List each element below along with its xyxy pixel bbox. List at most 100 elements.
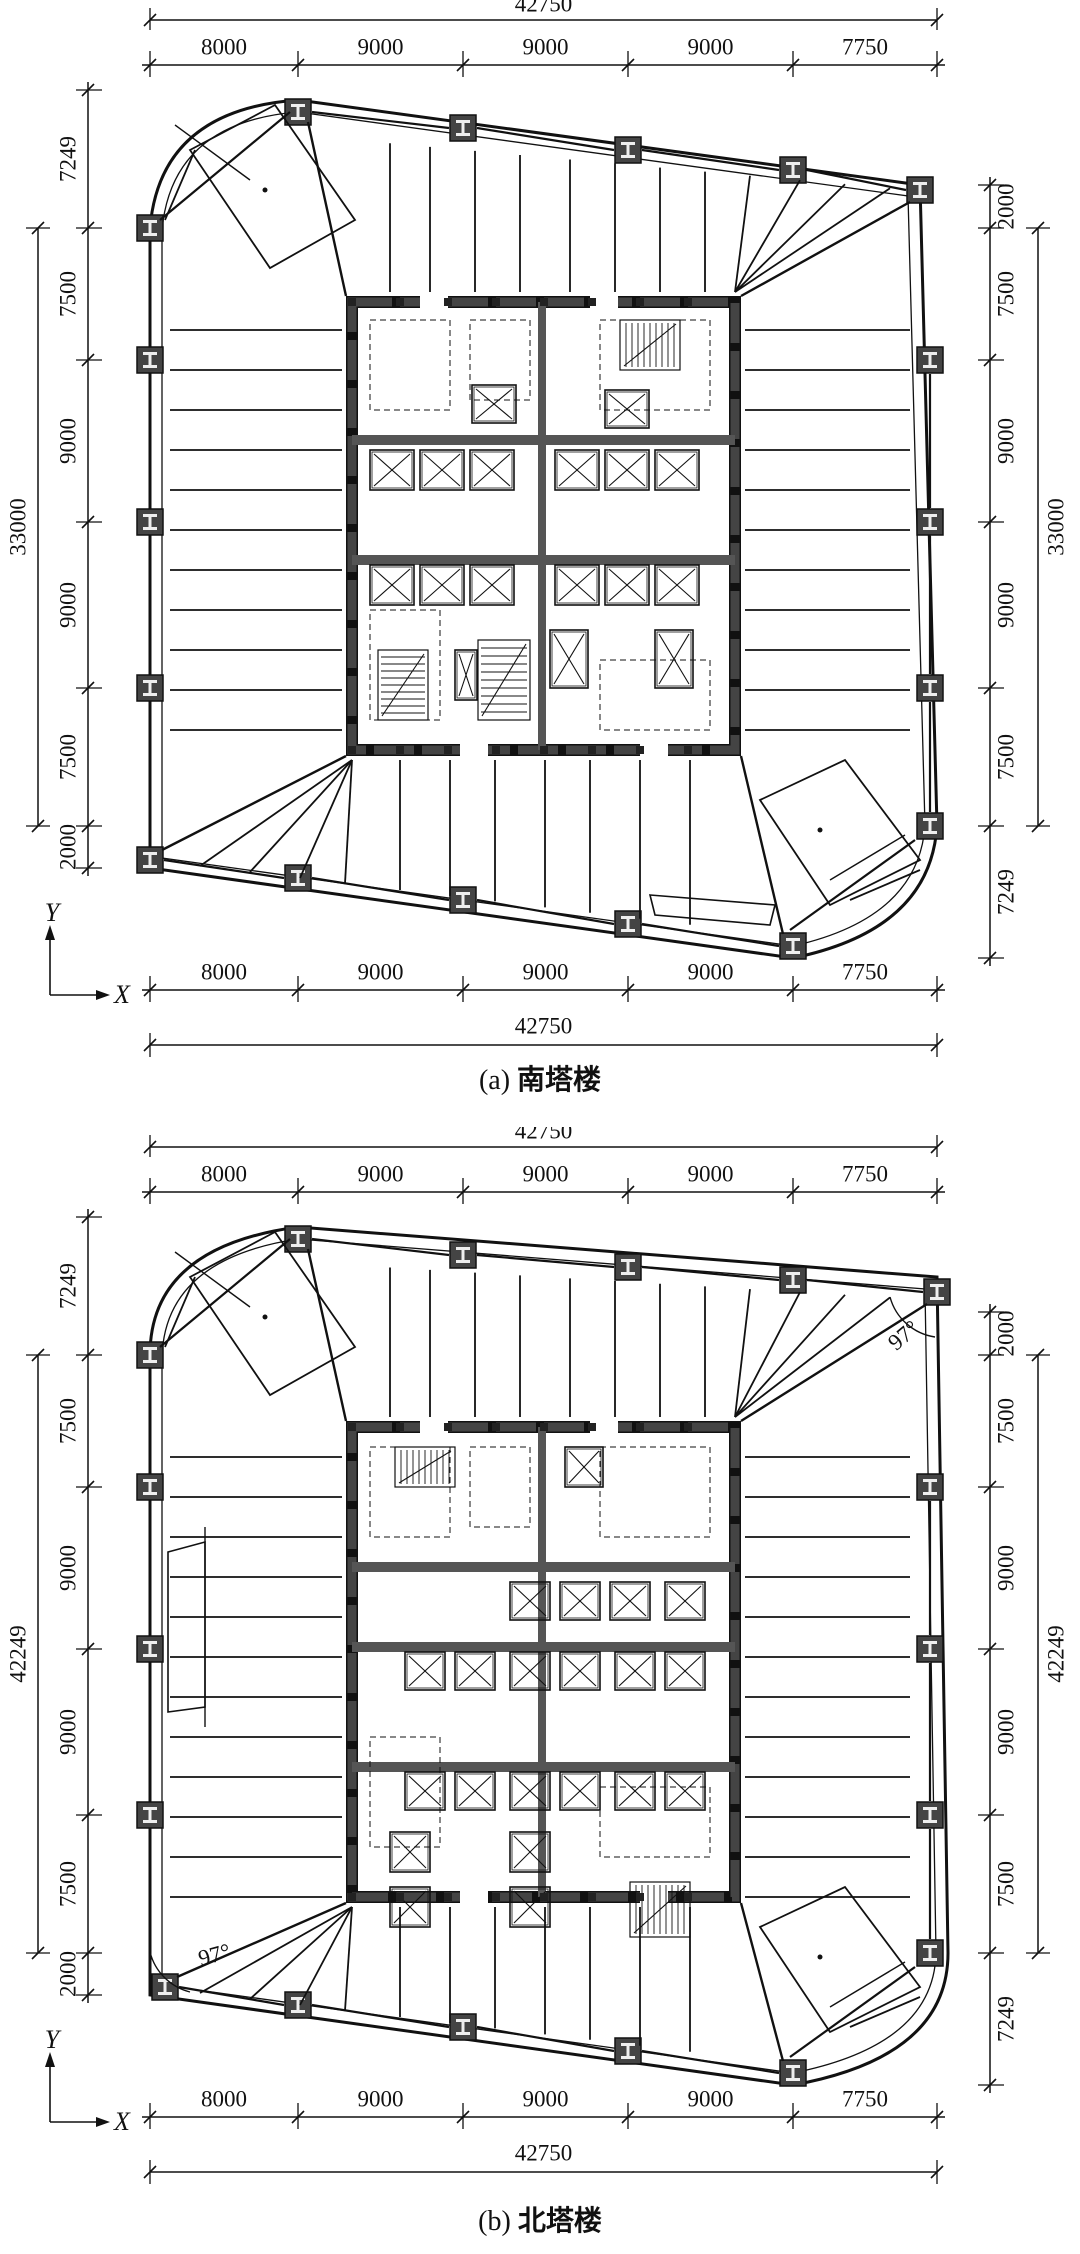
x-axis-arrowhead: [96, 990, 110, 1000]
elevator-car: [654, 564, 700, 606]
core-embedded-columns: [348, 298, 692, 754]
column-flange: [143, 693, 157, 696]
floor-beam: [199, 759, 353, 867]
column-flange: [621, 155, 635, 158]
panel-center-mark: [262, 1314, 268, 1320]
dimension-tick: [983, 1808, 997, 1822]
dimension-label: 7500: [993, 734, 1018, 780]
corner-cantilever: [159, 1230, 922, 2058]
column-web: [148, 1348, 152, 1361]
cantilever-brace: [849, 869, 921, 901]
elevator-inner: [561, 1653, 599, 1689]
embedded-column: [636, 298, 644, 306]
elevator-car: [604, 449, 650, 491]
elevator-car: [389, 1886, 431, 1928]
elevator-car: [469, 564, 515, 606]
steel-column: [779, 2059, 807, 2087]
overall-dimension-label: 33000: [1043, 498, 1068, 556]
dimension-tick: [983, 178, 997, 192]
embedded-column: [444, 746, 452, 754]
dimension-tick: [81, 353, 95, 367]
dimension-tick: [621, 1185, 635, 1199]
overall-dimension-label: 42750: [515, 1013, 573, 1038]
edge-recess: [648, 894, 777, 926]
dimension-tick: [31, 819, 45, 833]
dimension-label: 8000: [201, 1161, 247, 1186]
dimension-label: 9000: [358, 34, 404, 59]
elevator-inner: [371, 566, 413, 604]
dimension-label: 9000: [523, 1161, 569, 1186]
dimension-tick: [621, 2110, 635, 2124]
dimension-label: 7249: [55, 1263, 80, 1309]
cantilever-brace: [174, 1251, 251, 1308]
dimension-tick: [930, 2165, 944, 2179]
embedded-column: [348, 298, 356, 306]
dimension-tick: [786, 983, 800, 997]
embedded-column: [396, 1893, 404, 1901]
caption-name: 北塔楼: [517, 2204, 602, 2237]
elevator-car: [614, 1651, 656, 1691]
stair: [477, 639, 531, 721]
dimension-tick: [983, 515, 997, 529]
overall-dimension-label: 42249: [1043, 1625, 1068, 1683]
edge-beam: [476, 2025, 615, 2053]
floor-beam: [249, 1906, 353, 2000]
elevator-inner: [511, 1773, 549, 1809]
column-flange: [923, 527, 937, 530]
edge-beam: [311, 2003, 450, 2029]
cantilever-brace: [159, 1238, 291, 1348]
elevator-car: [559, 1651, 601, 1691]
dimension-tick: [456, 983, 470, 997]
column-flange: [456, 133, 470, 136]
cantilever-brace: [164, 1276, 196, 1348]
elevator-car: [559, 1581, 601, 1621]
overall-dimension-label: 42750: [515, 1127, 573, 1143]
dimension-tick: [81, 1348, 95, 1362]
elevator-cross: [608, 453, 646, 487]
core-embedded-columns: [348, 1423, 692, 1901]
embedded-column: [588, 746, 596, 754]
dimension-label: 8000: [201, 959, 247, 984]
elevator-cross: [513, 1835, 547, 1869]
dimension-tick: [456, 58, 470, 72]
panel-center-mark: [817, 1954, 823, 1960]
elevator-cross: [458, 1655, 492, 1687]
embedded-column: [684, 298, 692, 306]
floor-beams: [170, 143, 910, 925]
dimension-label: 7750: [842, 2086, 888, 2111]
elevator-inner: [606, 451, 648, 489]
floor-slab: [148, 1225, 950, 2087]
elevator-car: [419, 449, 465, 491]
dimension-label: 9000: [993, 1709, 1018, 1755]
elevator-car: [509, 1886, 551, 1928]
dimension-tick: [81, 221, 95, 235]
column-web: [148, 1642, 152, 1655]
dimension-tick: [983, 1348, 997, 1362]
embedded-column: [396, 746, 404, 754]
dimension-tick: [983, 681, 997, 695]
service-room-outline: [469, 319, 531, 401]
elevator-car: [469, 449, 515, 491]
elevator-cross: [613, 1585, 647, 1617]
core-opening: [640, 743, 668, 757]
elevator-cross: [423, 568, 461, 602]
cantilever-brace: [159, 111, 291, 221]
central-core: [346, 295, 741, 757]
column-flange: [621, 2056, 635, 2059]
elevator-cross: [668, 1655, 702, 1687]
dimension-label: 7750: [842, 34, 888, 59]
dimension-tick: [983, 221, 997, 235]
stair-arrow: [623, 323, 677, 367]
column-web: [626, 143, 630, 156]
elevator-inner: [656, 631, 692, 687]
column-flange: [456, 2032, 470, 2035]
dimension-label: 9000: [523, 34, 569, 59]
elevator-inner: [666, 1773, 704, 1809]
dimension-tick: [81, 83, 95, 97]
